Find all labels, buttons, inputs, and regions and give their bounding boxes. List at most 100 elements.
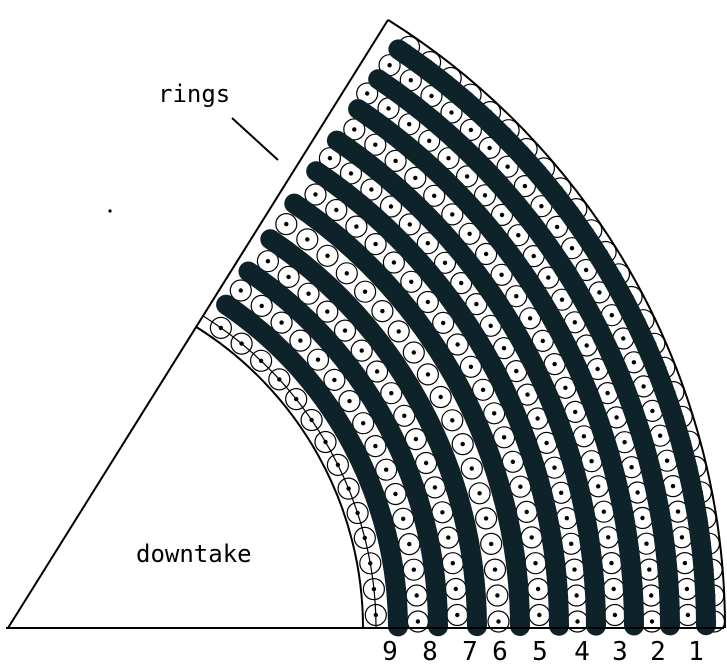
outer-shell-arc (387, 19, 726, 629)
tube-circle (483, 558, 507, 581)
tube-center-dot (514, 368, 519, 374)
tube-center-dot (325, 253, 330, 258)
tube-center-dot (622, 440, 627, 445)
tube-center-dot (450, 212, 455, 217)
tube-circle (326, 453, 349, 476)
tube-center-dot (510, 459, 516, 464)
tube-circle (325, 198, 348, 222)
tube-circle (437, 147, 460, 170)
tube-center-dot (524, 509, 529, 515)
tube-center-dot (583, 267, 589, 273)
tube-circle (423, 184, 446, 207)
tube-circle (402, 341, 425, 364)
tube-center-dot (468, 127, 474, 133)
tube-circle (375, 458, 398, 481)
tube-center-dot (468, 364, 474, 369)
tube-center-dot (380, 308, 385, 314)
tube-center-dot (611, 586, 616, 592)
tube-circle (472, 378, 495, 401)
tube-circle (289, 329, 312, 352)
tube-circle (475, 242, 498, 266)
tube-circle (416, 232, 439, 255)
tube-center-dot (480, 387, 486, 392)
tube-circle (456, 165, 479, 188)
tube-center-dot (575, 619, 580, 624)
tube-circle (473, 184, 497, 207)
tube-center-dot (483, 516, 489, 521)
tube-circle (490, 263, 513, 286)
tube-center-dot (298, 338, 303, 343)
tube-center-dot (670, 483, 676, 489)
tube-circle (297, 282, 320, 305)
tube-center-dot (609, 313, 614, 318)
tube-center-dot (425, 241, 430, 246)
tube-circle (446, 333, 469, 356)
tube-circle (209, 316, 232, 339)
tube-circle (323, 368, 346, 391)
tube-circle (468, 482, 491, 505)
tube-circle (379, 195, 403, 218)
tube-circle (364, 233, 387, 256)
tube-center-dot (442, 260, 448, 265)
tube-circle (353, 526, 376, 550)
tube-center-dot (552, 361, 557, 367)
tube-circle (352, 412, 375, 435)
tube-circle (338, 390, 361, 413)
tube-center-dot (535, 586, 541, 592)
tube-center-dot (440, 510, 445, 515)
ring-number-1: 1 (688, 637, 704, 667)
tube-center-dot (464, 174, 470, 179)
tube-circle (345, 215, 368, 238)
tube-circle (441, 409, 464, 432)
tube-center-dot (635, 490, 640, 495)
tube-center-dot (388, 204, 394, 209)
tube-circle (387, 320, 410, 343)
tube-circle (270, 311, 293, 334)
tube-center-dot (516, 233, 521, 238)
tube-circle (393, 404, 416, 427)
tube-center-dot (402, 413, 407, 418)
tube-center-dot (393, 491, 398, 497)
tube-center-dot (559, 490, 564, 495)
tube-center-dot (425, 372, 431, 377)
tube-center-dot (411, 567, 416, 572)
tube-center-dot (393, 158, 398, 164)
ring-number-2: 2 (650, 637, 666, 667)
tube-center-dot (344, 271, 349, 276)
tube-center-dot (446, 156, 451, 161)
downtake-arc (195, 326, 364, 629)
tube-center-dot (332, 377, 337, 383)
tube-circle (384, 149, 407, 172)
tube-circle (300, 408, 323, 432)
tube-center-dot (559, 297, 565, 302)
tube-center-dot (539, 204, 544, 209)
tube-circle (441, 203, 464, 226)
tube-center-dot (305, 237, 310, 242)
stray-dot (108, 209, 112, 213)
tube-center-dot (446, 535, 451, 540)
tube-center-dot (334, 207, 339, 213)
tube-center-dot (564, 516, 569, 521)
tube-center-dot (469, 466, 474, 471)
tube-center-dot (499, 212, 505, 218)
tube-circle (505, 285, 528, 308)
tube-center-dot (327, 156, 333, 161)
tube-center-dot (489, 541, 494, 547)
tube-center-dot (265, 259, 271, 264)
tube-center-dot (429, 93, 434, 99)
tube-circle (250, 294, 273, 317)
tube-center-dot (631, 360, 637, 365)
tube-center-dot (569, 246, 575, 251)
tube-center-dot (450, 418, 455, 423)
tube-circle (364, 435, 387, 458)
tube-circle (360, 178, 383, 201)
tube-center-dot (574, 593, 579, 598)
ring-bands (216, 39, 716, 637)
tube-center-dot (450, 561, 455, 566)
tube-center-dot (453, 586, 458, 592)
tube-circle (451, 433, 474, 456)
tube-center-dot (459, 280, 464, 286)
downtake-label: downtake (136, 540, 252, 568)
ring-band-4 (326, 130, 606, 636)
